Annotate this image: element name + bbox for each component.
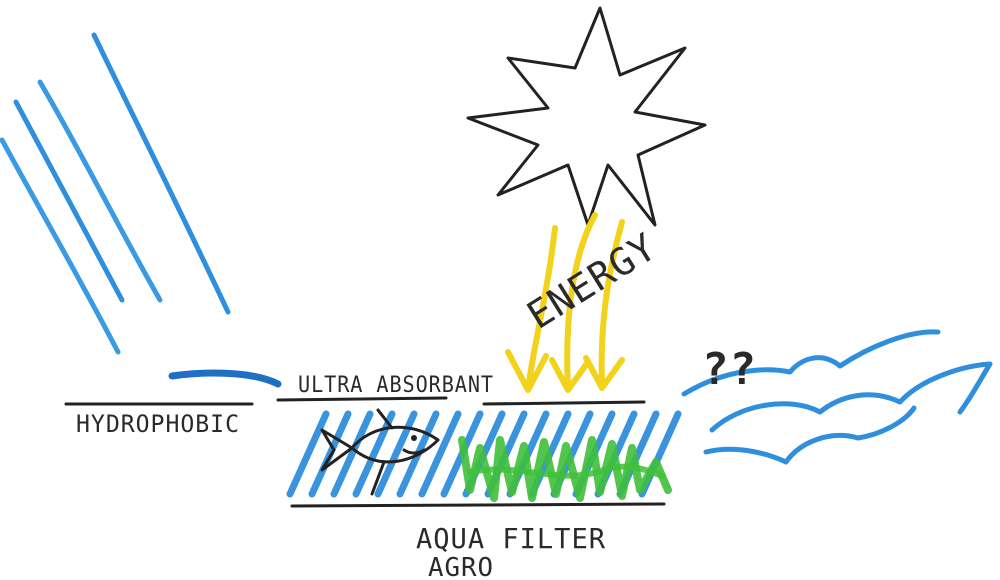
energy-arrowhead xyxy=(583,355,625,391)
sun-icon xyxy=(466,6,707,227)
wave-icon xyxy=(709,361,993,433)
energy-arrowhead xyxy=(505,349,549,393)
rain-streak-icon xyxy=(91,32,231,315)
energy-arrow xyxy=(598,219,625,388)
hatch-stroke xyxy=(418,410,462,498)
fish-icon xyxy=(320,408,440,496)
aqua-filter-label: AQUA FILTER xyxy=(416,522,606,555)
rain-streak-icon xyxy=(13,99,125,303)
wave-icon xyxy=(681,329,941,397)
rain-streak-icon xyxy=(0,137,121,355)
waves xyxy=(681,329,993,465)
rain-streak-icon xyxy=(37,79,163,303)
hydrophobic-label: HYDROPHOBIC xyxy=(76,410,240,438)
hydrophobic-water-film xyxy=(168,369,282,388)
energy-arrow xyxy=(564,212,598,391)
hatch-stroke xyxy=(286,410,330,498)
hatch-stroke xyxy=(330,410,374,498)
wave-icon xyxy=(703,405,917,465)
absorbant-surface-line-2 xyxy=(482,400,646,406)
absorbant-surface-line xyxy=(276,396,448,402)
energy-label: ENERGY xyxy=(519,224,664,337)
filter-base-line xyxy=(290,502,666,508)
energy-arrows xyxy=(505,212,625,393)
plant-icon xyxy=(467,463,665,479)
plant-icon xyxy=(458,436,672,502)
energy-arrowhead xyxy=(549,357,591,393)
rain-streaks xyxy=(0,32,231,355)
energy-arrow xyxy=(525,225,558,391)
question-label: ?? xyxy=(702,344,757,395)
agro-label: AGRO xyxy=(428,553,494,580)
surface-lines xyxy=(64,396,666,508)
ultra-absorbant-label: ULTRA ABSORBANT xyxy=(298,373,494,398)
